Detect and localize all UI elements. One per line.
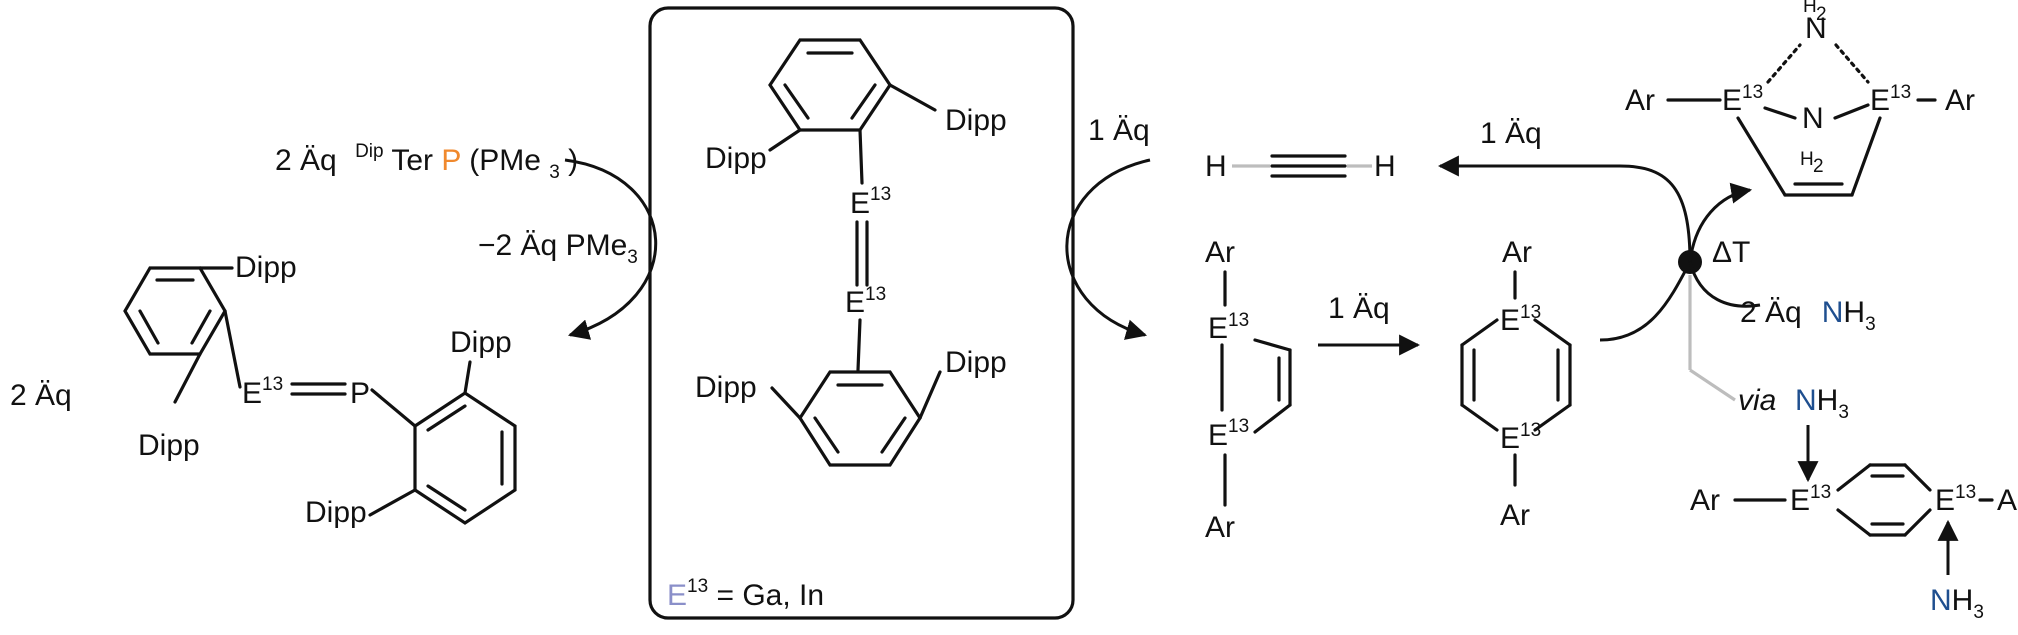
svg-text:13: 13 [1228,416,1249,437]
dip-superscript: Dip [355,141,384,162]
svg-text:H: H [1803,0,1817,17]
svg-text:Ar: Ar [1205,511,1235,544]
metallacyclobutene: Ar E 13 E 13 Ar [1205,236,1292,544]
svg-text:2: 2 [1813,156,1824,177]
phosphorus-atom: P [441,144,460,177]
group13-element: E [242,377,262,410]
heat-label: ΔT [1712,236,1750,269]
group13-element: E [1500,422,1520,455]
reaction-arrow-to-acetylene [1437,155,1692,263]
amido-bridged-product: Ar E 13 N H 2 N H 2 E 13 Ar [1625,0,1975,197]
svg-text:Dipp: Dipp [305,496,367,529]
svg-text:Ar: Ar [1945,84,1975,117]
svg-text:Ar: Ar [1690,484,1720,517]
reagent-coefficient: 2 Äq [275,144,337,177]
svg-text:Ar: Ar [1205,236,1235,269]
svg-text:H: H [1374,150,1396,183]
group13-element: E [1870,84,1890,117]
ter-label: Ter [391,144,433,177]
box-legend: E13 = Ga, In [667,576,824,612]
svg-text:13: 13 [1810,482,1831,503]
byproduct-label: −2 Äq PMe3 [478,229,638,268]
svg-text:Dipp: Dipp [138,429,200,462]
product-coefficient: 2 Äq [10,379,72,412]
svg-text:Dipp: Dipp [945,346,1007,379]
reaction-arrow-acetylene [1065,158,1151,340]
svg-text:2: 2 [1816,4,1827,25]
group13-element: E [1935,484,1955,517]
reactant-box [648,6,1075,620]
svg-text:13: 13 [870,184,891,205]
reaction-curve-ammonia-in [1688,261,1761,308]
svg-text:Dipp: Dipp [945,104,1007,137]
svg-text:Dipp: Dipp [695,371,757,404]
acetylene-ghost: H H [1205,150,1396,183]
phosphorus-atom: P [350,377,370,410]
svg-text:2 Äq Dip Ter: 2 Äq Dip Ter P (PMe 3 ) [275,131,578,185]
svg-text:Ar: Ar [1625,84,1655,117]
group13-element: E [1790,484,1810,517]
group13-element: E [1500,304,1520,337]
svg-text:13: 13 [865,284,886,305]
svg-text:13: 13 [1520,302,1541,323]
svg-text:Ar: Ar [1502,236,1532,269]
svg-text:NH3: NH3 [1930,584,1984,623]
svg-text:13: 13 [1520,420,1541,441]
release-equiv-label: 1 Äq [1480,117,1542,150]
svg-text:Ar: Ar [1500,499,1530,532]
pme3-label: (PMe [469,144,541,177]
group13-element: E [1208,419,1228,452]
svg-text:13: 13 [1742,82,1763,103]
group13-element: E [1208,312,1228,345]
dimetallacyclohexadiene: Ar E 13 E 13 Ar [1460,236,1572,532]
reaction-curve-ammonia [1599,261,1692,342]
second-acetylene-equiv: 1 Äq [1328,292,1390,325]
group13-element: E [845,286,865,319]
svg-text:Ar: Ar [1997,484,2018,517]
group13-element: E [1722,84,1742,117]
svg-text:H: H [1800,149,1814,170]
svg-text:H: H [1205,150,1227,183]
via-ammonia: NH3 [1795,384,1849,423]
ammonia-adduct: Ar E 13 E 13 Ar NH3 [1690,463,2018,623]
svg-text:Dipp: Dipp [450,326,512,359]
reaction-arrow-phosphinidene [564,158,658,340]
reaction-arrow-to-amide [1688,182,1753,263]
pme3-subscript: 3 [549,162,560,183]
svg-text:13: 13 [1890,82,1911,103]
via-label: via [1738,384,1776,417]
gallaphosphene-product: Dipp Dipp E 13 P Dipp Dipp [123,251,517,529]
svg-text:13: 13 [262,374,283,395]
svg-text:13: 13 [1955,482,1976,503]
svg-text:Dipp: Dipp [235,251,297,284]
svg-text:N: N [1802,102,1824,135]
phosphinidene-reagent: 2 Äq Dip Ter P (PMe 3 ) [275,131,578,185]
acetylene-equiv-label: 1 Äq [1088,114,1150,147]
svg-text:Dipp: Dipp [705,142,767,175]
group13-element: E [850,187,870,220]
svg-text:13: 13 [1228,310,1249,331]
dimetallene-reactant: Dipp Dipp E 13 E 13 Dipp Dipp [695,38,1007,467]
svg-text:N: N [1805,12,1827,45]
